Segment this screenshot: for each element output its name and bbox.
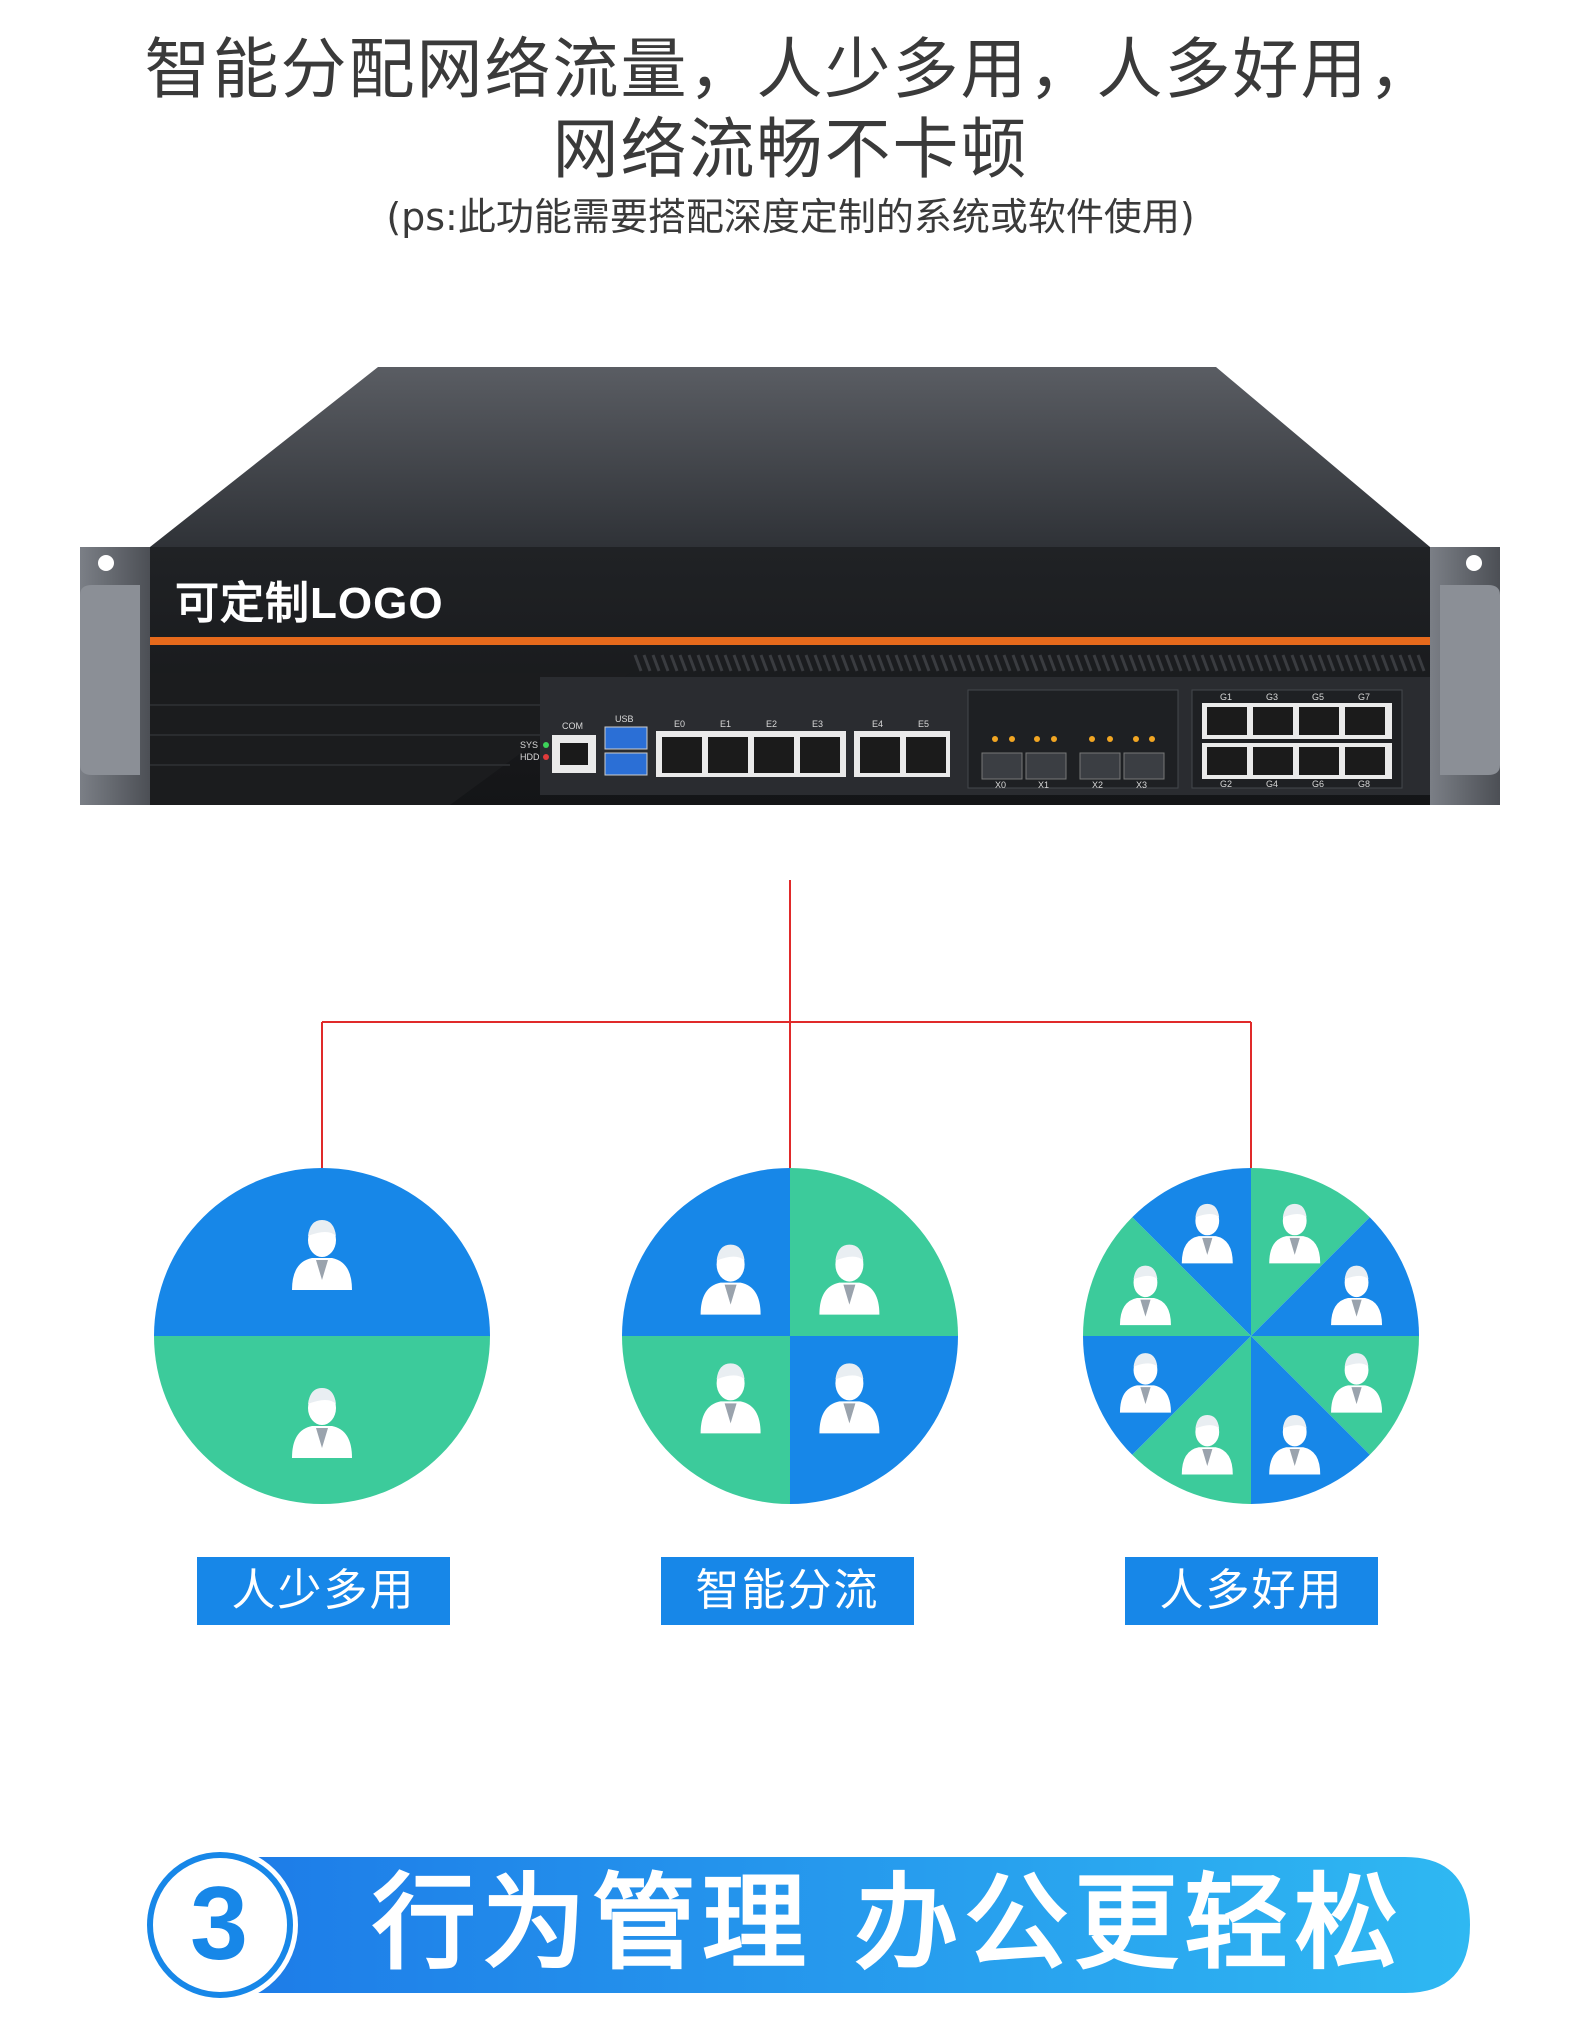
label-g4: G4 xyxy=(1266,779,1278,789)
headline: 智能分配网络流量，人少多用，人多好用， 网络流畅不卡顿 (ps:此功能需要搭配深… xyxy=(0,30,1581,240)
person-icon xyxy=(1331,1353,1383,1413)
label-g2: G2 xyxy=(1220,779,1232,789)
distribution-diagram xyxy=(154,880,1419,1504)
vent-grille xyxy=(633,654,1426,672)
hdd-led xyxy=(543,754,549,760)
ethernet-ports-e0-e3 xyxy=(662,737,840,773)
person-icon xyxy=(1181,1414,1233,1475)
label-g5: G5 xyxy=(1312,692,1324,702)
label-g8: G8 xyxy=(1358,779,1370,789)
person-icon xyxy=(1119,1265,1171,1326)
person-icon xyxy=(1119,1353,1171,1413)
headline-line-2: 网络流畅不卡顿 xyxy=(552,111,1029,188)
label-x2: X2 xyxy=(1092,780,1103,790)
headline-note: (ps:此功能需要搭配深度定制的系统或软件使用) xyxy=(386,195,1195,239)
tag-smart-split: 智能分流 xyxy=(661,1557,914,1625)
usb-port-1 xyxy=(604,726,648,750)
person-icon xyxy=(1269,1414,1321,1475)
person-icon xyxy=(1331,1265,1383,1326)
sys-led xyxy=(543,742,549,748)
person-icon xyxy=(292,1388,352,1458)
label-e4: E4 xyxy=(872,719,883,729)
person-icon xyxy=(819,1244,880,1315)
label-g6: G6 xyxy=(1312,779,1324,789)
label-e1: E1 xyxy=(720,719,731,729)
label-g3: G3 xyxy=(1266,692,1278,702)
label-hdd: HDD xyxy=(520,752,540,762)
label-g1: G1 xyxy=(1220,692,1232,702)
server-top xyxy=(150,367,1430,547)
label-x1: X1 xyxy=(1038,780,1049,790)
left-rack-ear xyxy=(80,547,150,805)
server-device-image: SYS HDD COM USB E0 E1 E2 E3 E4 E5 X0 X1 … xyxy=(80,367,1500,805)
label-e2: E2 xyxy=(766,719,777,729)
section-number: 3 xyxy=(190,1866,248,1982)
usb-port-2 xyxy=(604,752,648,776)
device-logo-text: 可定制LOGO xyxy=(175,579,444,628)
tag-many-users: 人多好用 xyxy=(1125,1557,1378,1625)
person-icon xyxy=(1269,1203,1321,1264)
label-com: COM xyxy=(562,721,583,731)
sfp-ports xyxy=(981,736,1165,780)
label-x3: X3 xyxy=(1136,780,1147,790)
label-e3: E3 xyxy=(812,719,823,729)
section-banner xyxy=(142,1847,1470,2003)
label-e0: E0 xyxy=(674,719,685,729)
gigabit-ports xyxy=(1202,703,1392,779)
section-title: 行为管理 办公更轻松 xyxy=(372,1862,1405,1984)
label-usb: USB xyxy=(615,714,634,724)
headline-line-1: 智能分配网络流量，人少多用，人多好用， xyxy=(144,31,1437,108)
label-e5: E5 xyxy=(918,719,929,729)
tag-few-users: 人少多用 xyxy=(197,1557,450,1625)
person-icon xyxy=(819,1363,880,1434)
person-icon xyxy=(292,1220,352,1290)
orange-accent-bar xyxy=(150,637,1430,645)
label-g7: G7 xyxy=(1358,692,1370,702)
label-sys: SYS xyxy=(520,740,538,750)
label-x0: X0 xyxy=(995,780,1006,790)
connector-lines xyxy=(321,880,1252,1168)
right-rack-ear xyxy=(1430,547,1500,805)
person-icon xyxy=(700,1244,761,1315)
person-icon xyxy=(700,1363,761,1434)
ethernet-ports-e4-e5 xyxy=(860,737,946,773)
person-icon xyxy=(1181,1203,1233,1264)
